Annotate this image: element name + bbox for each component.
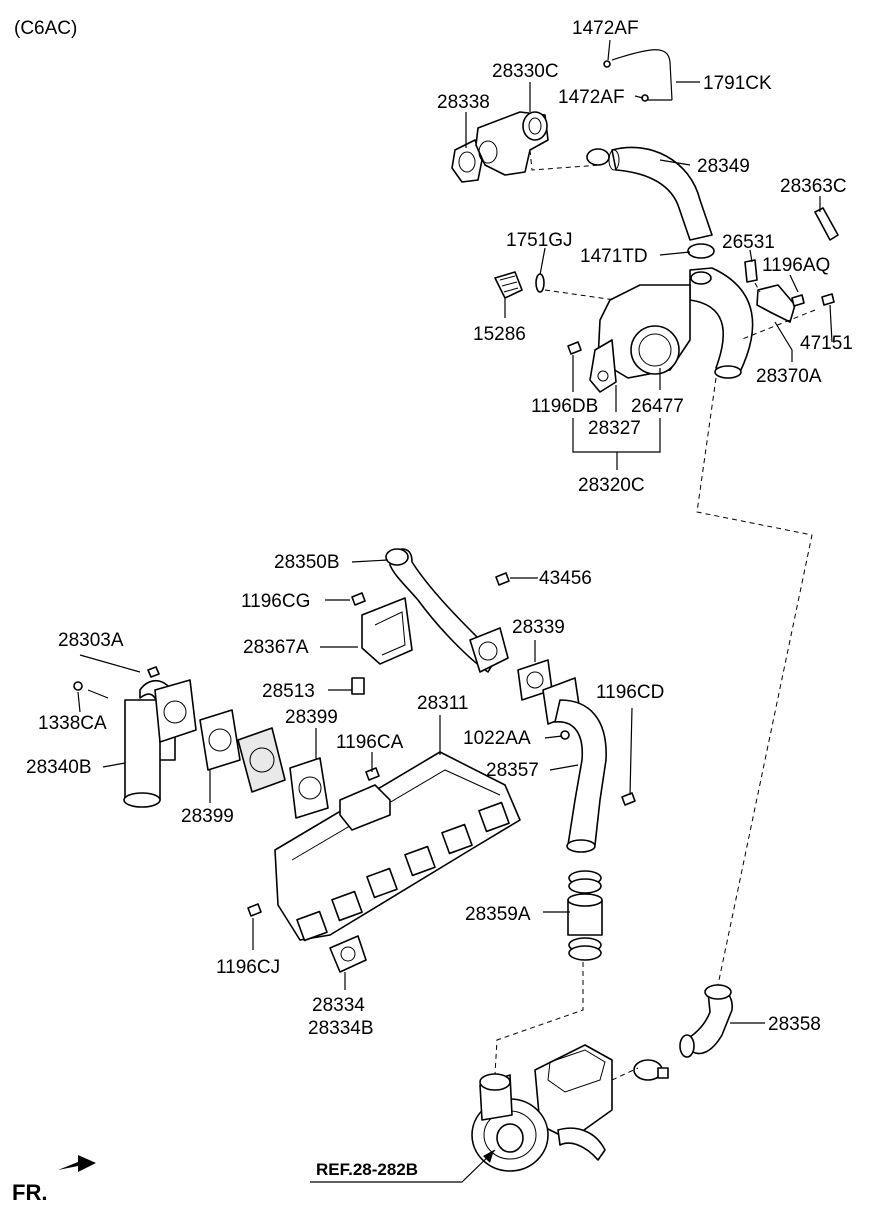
label-28513: 28513 — [262, 681, 315, 702]
label-1196DB: 1196DB — [531, 396, 598, 417]
label-28334B: 28334B — [308, 1018, 374, 1039]
label-28357: 28357 — [486, 760, 539, 781]
label-26531: 26531 — [722, 232, 775, 253]
label-1751GJ: 1751GJ — [506, 230, 573, 251]
label-1022AA: 1022AA — [463, 728, 531, 749]
leader-lines — [77, 39, 833, 1183]
label-28339: 28339 — [512, 617, 565, 638]
engine-code-label: (C6AC) — [14, 18, 77, 39]
label-1196AQ: 1196AQ — [762, 255, 830, 276]
label-28399-left: 28399 — [181, 806, 234, 827]
label-28359A: 28359A — [465, 904, 531, 925]
label-28320C: 28320C — [578, 475, 645, 496]
label-26477: 26477 — [631, 396, 684, 417]
water-outlet-housing-drawing — [451, 49, 839, 393]
label-1338CA: 1338CA — [38, 713, 107, 734]
label-28334: 28334 — [312, 995, 365, 1016]
label-28399-right: 28399 — [285, 707, 338, 728]
label-1791CK: 1791CK — [703, 73, 772, 94]
label-28358: 28358 — [768, 1014, 821, 1035]
label-15286: 15286 — [473, 324, 526, 345]
label-47151: 47151 — [800, 333, 853, 354]
fr-label: FR. — [12, 1180, 47, 1205]
label-28349: 28349 — [697, 156, 750, 177]
turbo-hose-drawing — [471, 659, 733, 1172]
label-28370A: 28370A — [756, 366, 822, 387]
label-28350B: 28350B — [274, 552, 340, 573]
label-1471TD: 1471TD — [580, 246, 648, 267]
exhaust-manifold-drawing — [73, 548, 521, 973]
part-labels: (C6AC) FR. REF.28-282B 1472AF 1791CK 147… — [12, 18, 853, 1205]
label-28330C: 28330C — [492, 61, 559, 82]
label-28340B: 28340B — [26, 757, 92, 778]
label-28311: 28311 — [417, 693, 468, 714]
label-28367A: 28367A — [243, 637, 309, 658]
connector-line-inlet-to-hose — [696, 377, 813, 986]
label-1196CD: 1196CD — [596, 682, 664, 703]
ref-arrow-icon — [483, 1150, 494, 1163]
label-1472AF-mid: 1472AF — [558, 87, 625, 108]
label-28338: 28338 — [437, 92, 490, 113]
ref-label: REF.28-282B — [316, 1160, 418, 1179]
label-28363C: 28363C — [780, 176, 847, 197]
label-1472AF-top: 1472AF — [572, 18, 639, 39]
front-arrow-icon — [58, 1155, 96, 1172]
label-1196CJ: 1196CJ — [216, 957, 280, 978]
label-43456: 43456 — [539, 568, 592, 589]
label-1196CA: 1196CA — [336, 732, 404, 753]
label-1196CG: 1196CG — [241, 591, 310, 612]
label-28303A: 28303A — [58, 630, 124, 651]
label-28327: 28327 — [588, 418, 641, 439]
